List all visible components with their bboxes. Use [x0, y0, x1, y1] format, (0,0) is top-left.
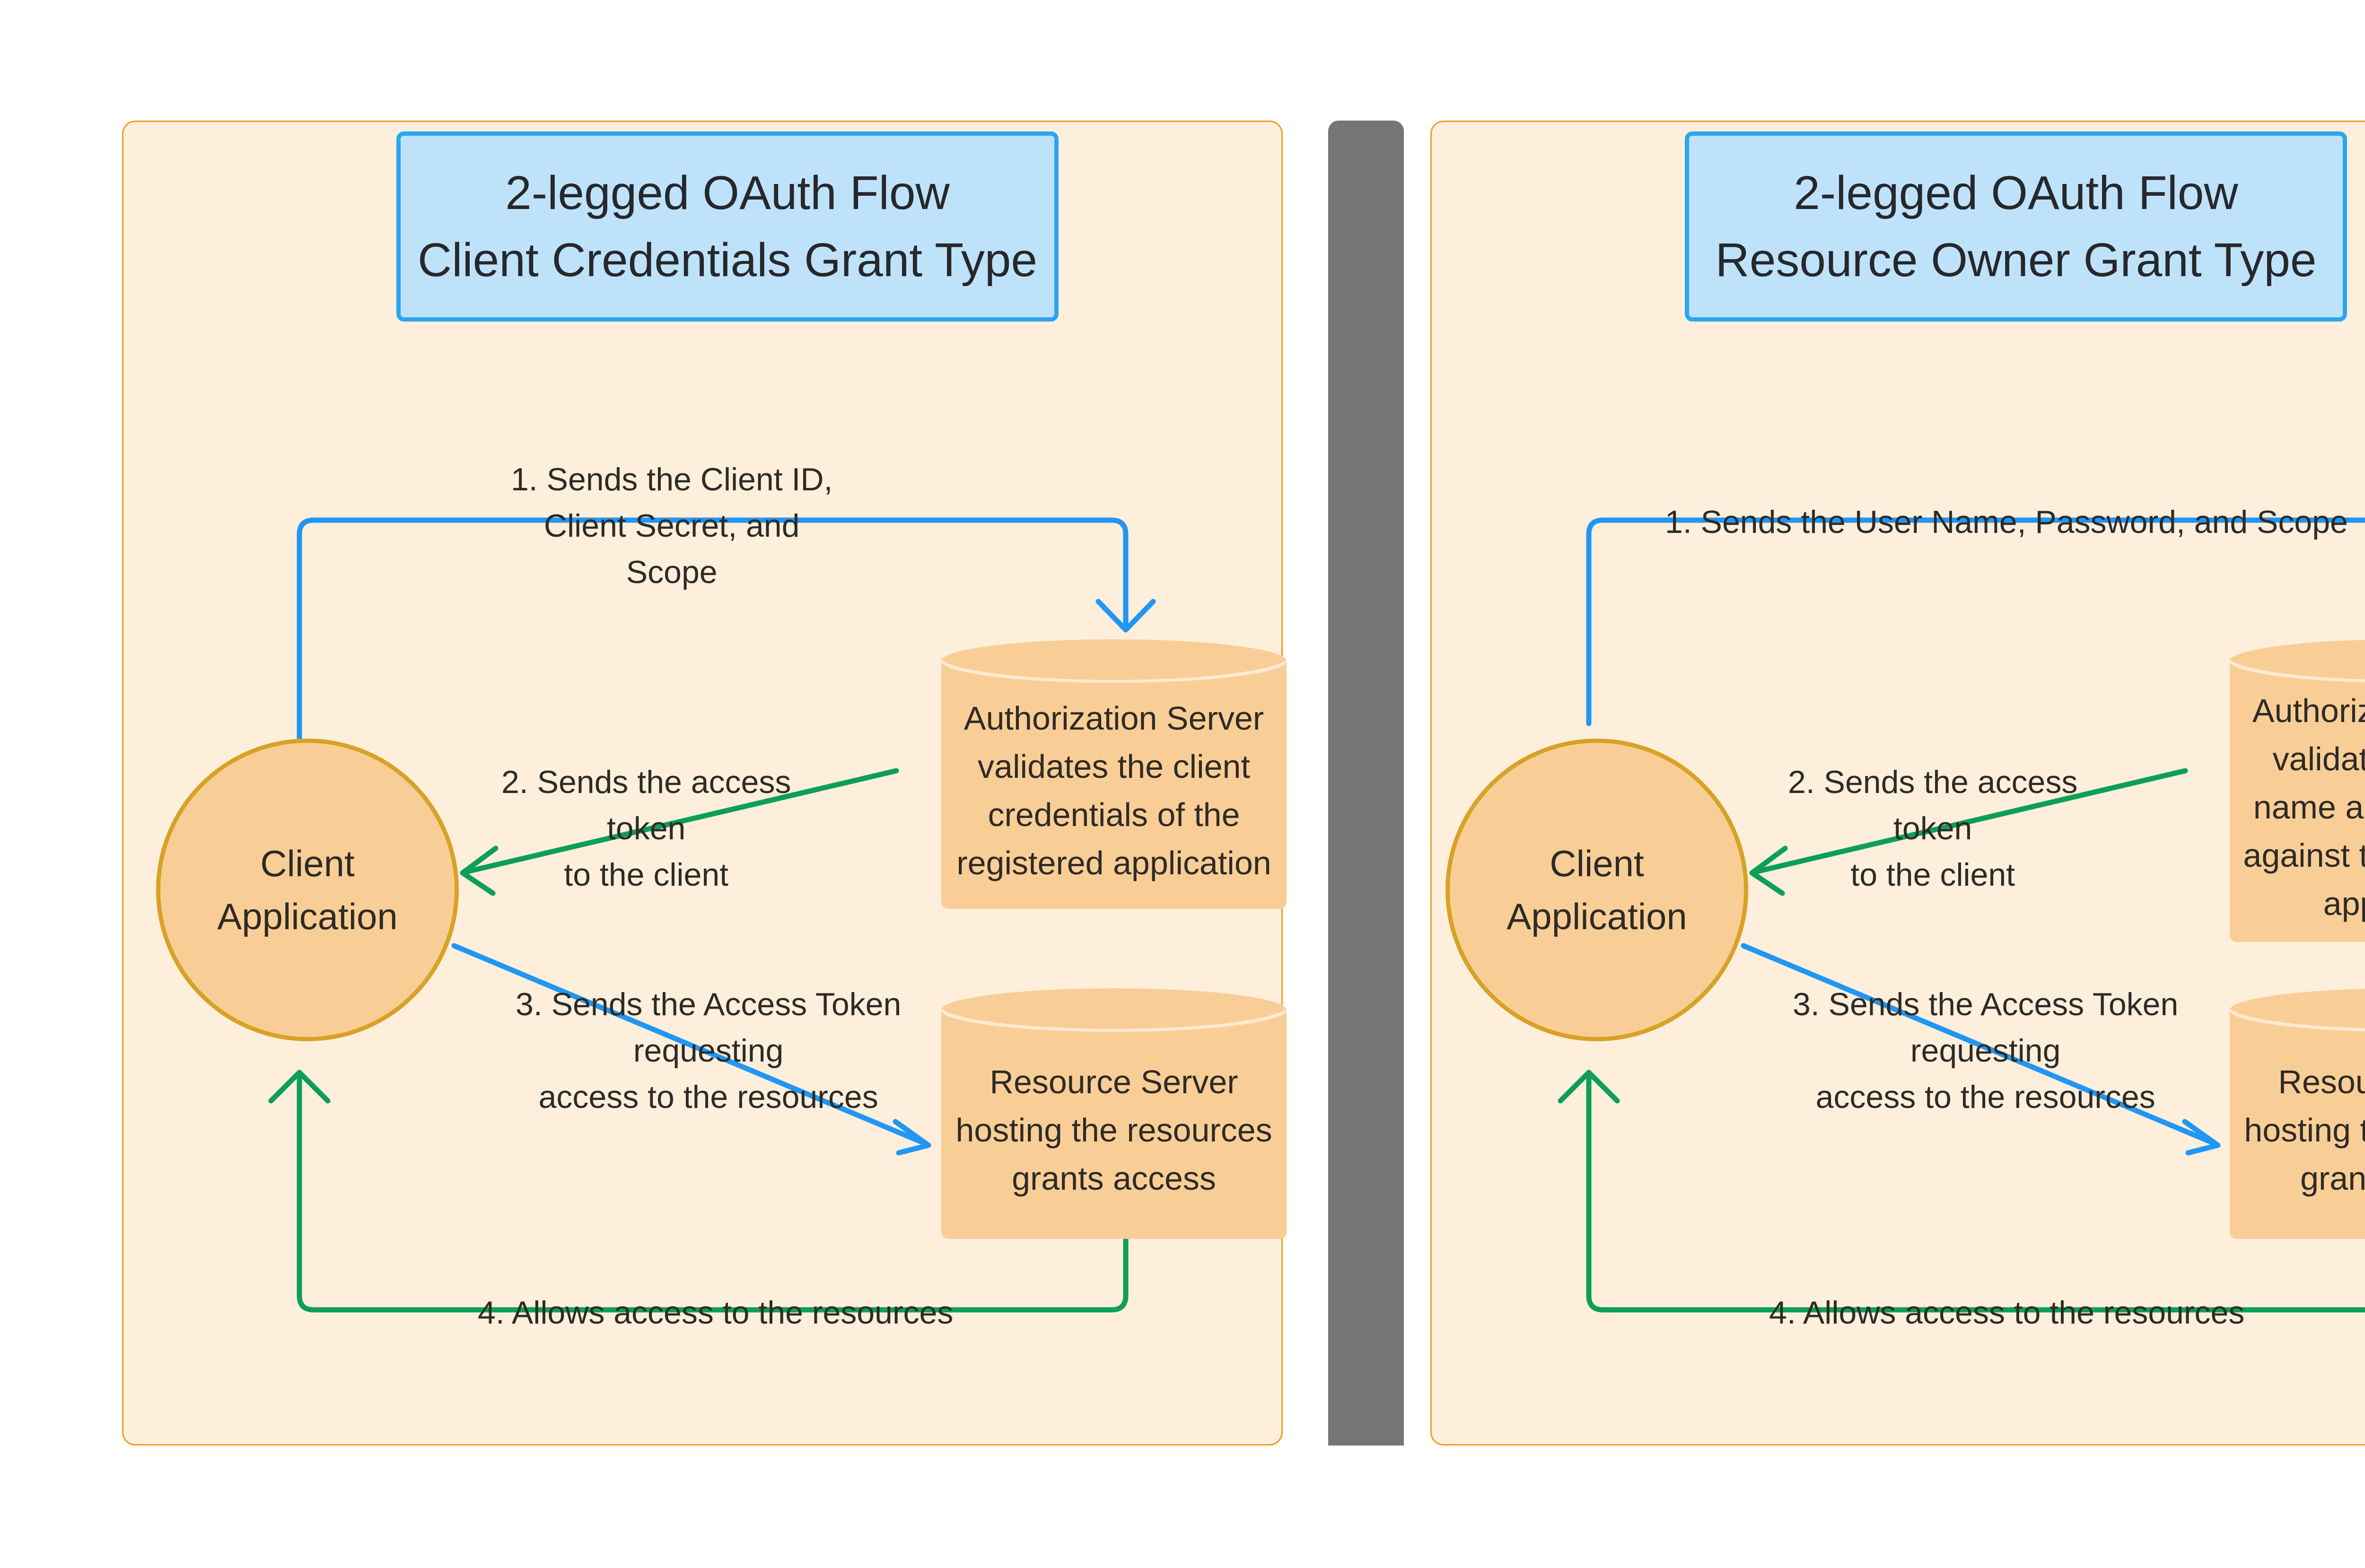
cylinder-body — [941, 660, 1287, 909]
cylinder-top-ellipse — [941, 988, 1287, 1032]
title-line-2: Client Credentials Grant Type — [418, 234, 1037, 287]
client-label-line-2: Application — [217, 896, 398, 937]
step-1-line-1: 1. Sends the User Name, Password, and Sc… — [1665, 504, 2348, 540]
step-1-line-1: 1. Sends the Client ID, — [511, 462, 833, 497]
auth-line-1: Authorization Server — [964, 700, 1264, 737]
res-line-1: Resource Server — [2278, 1063, 2365, 1100]
step-label-3-right: 3. Sends the Access Token requesting acc… — [1793, 988, 2178, 1113]
step-1-line-2: Client Secret, and — [543, 508, 800, 544]
step-3-line-2: requesting — [633, 1033, 784, 1069]
auth-line-5: application — [2323, 885, 2365, 922]
node-resource-server-left: Resource Server hosting the resources gr… — [941, 988, 1287, 1239]
step-2-line-1: 2. Sends the access — [501, 764, 791, 800]
step-label-2-left: 2. Sends the access token to the client — [501, 766, 791, 891]
title-line-1: 2-legged OAuth Flow — [505, 166, 950, 219]
step-label-1-left: 1. Sends the Client ID, Client Secret, a… — [511, 463, 832, 588]
cylinder-body — [2230, 1009, 2365, 1239]
cylinder-body — [2230, 660, 2365, 942]
auth-line-1: Authorization Server — [2252, 692, 2365, 729]
auth-line-2: validates the client — [978, 748, 1250, 785]
cylinder-top-ellipse — [941, 639, 1287, 683]
step-label-1-right: 1. Sends the User Name, Password, and Sc… — [1665, 506, 2348, 538]
auth-line-3: name and password — [2253, 789, 2365, 826]
cylinder-body — [941, 1009, 1287, 1239]
step-label-4-right: 4. Allows access to the resources — [1769, 1297, 2244, 1329]
step-label-3-left: 3. Sends the Access Token requesting acc… — [516, 988, 901, 1113]
step-3-line-3: access to the resources — [1815, 1079, 2155, 1115]
auth-line-4: against the registered — [2243, 837, 2365, 874]
client-label-line-1: Client — [1550, 843, 1644, 884]
node-client-application-right: Client Application — [1445, 739, 1748, 1041]
step-2-line-3: to the client — [564, 857, 729, 893]
res-line-3: grants access — [2300, 1160, 2365, 1197]
step-3-line-2: requesting — [1910, 1033, 2061, 1069]
node-client-application-left: Client Application — [156, 739, 459, 1041]
step-3-line-3: access to the resources — [538, 1079, 878, 1115]
cylinder-label: Authorization Server validates the user … — [2238, 639, 2365, 942]
step-1-line-3: Scope — [626, 554, 718, 590]
step-4-line-1: 4. Allows access to the resources — [1769, 1295, 2245, 1331]
cylinder-label: Resource Server hosting the resources gr… — [2238, 988, 2365, 1239]
step-label-4-left: 4. Allows access to the resources — [478, 1297, 953, 1329]
step-2-line-1: 2. Sends the access — [1788, 764, 2078, 800]
client-label-line-2: Application — [1507, 896, 1687, 937]
title-line-2: Resource Owner Grant Type — [1715, 234, 2317, 287]
auth-line-3: credentials of the — [988, 796, 1240, 833]
node-resource-server-right: Resource Server hosting the resources gr… — [2230, 988, 2365, 1239]
cylinder-label: Authorization Server validates the clien… — [950, 639, 1278, 909]
step-label-2-right: 2. Sends the access token to the client — [1788, 766, 2077, 891]
title-box-resource-owner: 2-legged OAuth Flow Resource Owner Grant… — [1685, 131, 2347, 322]
title-box-client-credentials: 2-legged OAuth Flow Client Credentials G… — [396, 131, 1059, 322]
res-line-2: hosting the resources — [955, 1112, 1272, 1149]
auth-line-2: validates the user — [2272, 740, 2365, 777]
auth-line-4: registered application — [956, 845, 1271, 881]
node-authorization-server-right: Authorization Server validates the user … — [2230, 639, 2365, 942]
res-line-1: Resource Server — [990, 1063, 1238, 1100]
step-3-line-1: 3. Sends the Access Token — [1793, 986, 2179, 1022]
step-2-line-3: to the client — [1850, 857, 2015, 893]
step-2-line-2: token — [607, 810, 686, 846]
res-line-2: hosting the resources — [2244, 1112, 2365, 1149]
client-label-line-1: Client — [260, 843, 355, 884]
title-line-1: 2-legged OAuth Flow — [1794, 166, 2238, 219]
node-authorization-server-left: Authorization Server validates the clien… — [941, 639, 1287, 909]
step-4-line-1: 4. Allows access to the resources — [478, 1295, 954, 1331]
panel-divider-bar — [1328, 121, 1404, 1446]
step-2-line-2: token — [1893, 810, 1972, 846]
cylinder-label: Resource Server hosting the resources gr… — [950, 988, 1278, 1239]
step-3-line-1: 3. Sends the Access Token — [516, 986, 902, 1022]
res-line-3: grants access — [1012, 1160, 1216, 1197]
